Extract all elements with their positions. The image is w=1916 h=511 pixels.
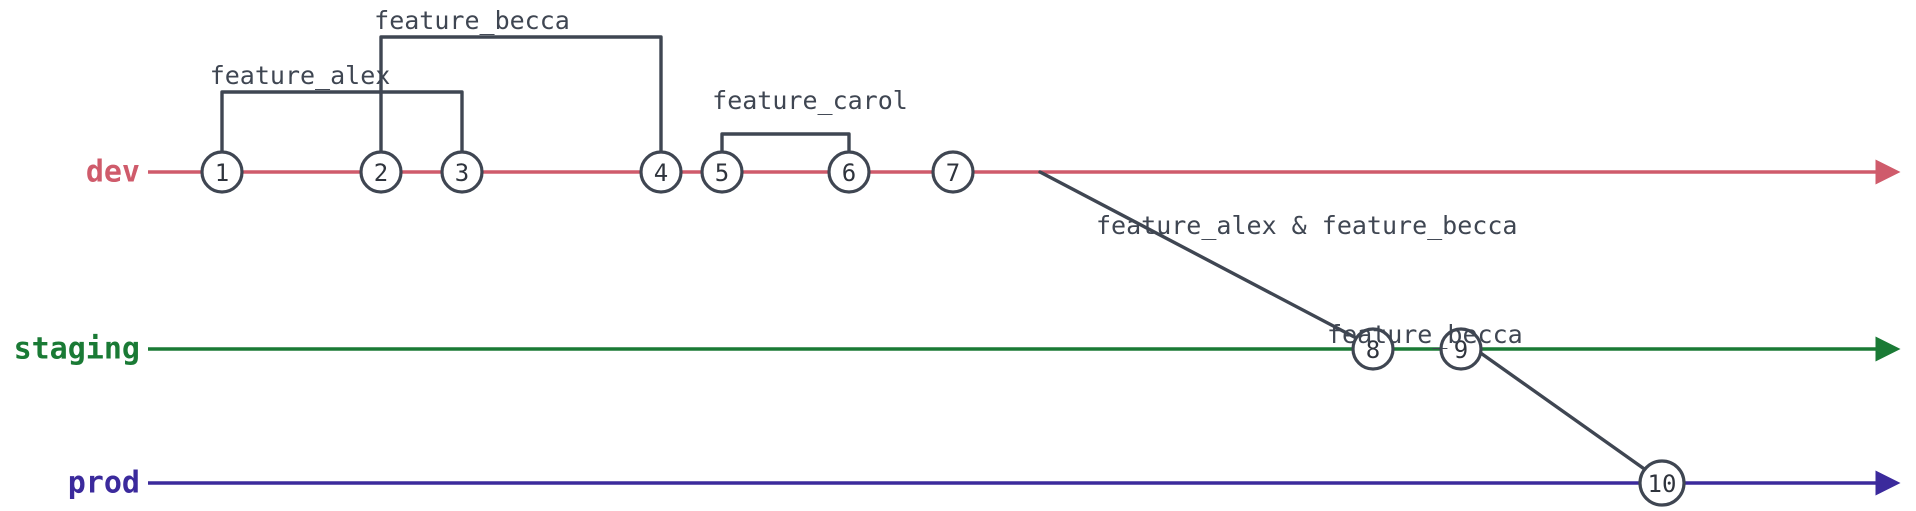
commit-node-6[interactable]: 6 (827, 150, 871, 194)
commit-number-8: 8 (1366, 336, 1380, 364)
commit-node-5[interactable]: 5 (700, 150, 744, 194)
commit-node-7[interactable]: 7 (931, 150, 975, 194)
branch-label-staging[interactable]: staging (14, 332, 140, 367)
commit-number-2: 2 (374, 159, 388, 187)
branch-lines (148, 159, 1901, 496)
commit-node-9[interactable]: 9 (1439, 327, 1483, 371)
merge-label-merge_dev_to_staging[interactable]: feature_alex & feature_becca (1096, 211, 1517, 240)
commit-node-1[interactable]: 1 (200, 150, 244, 194)
commit-node-8[interactable]: 8 (1351, 327, 1395, 371)
merge-connector-merge_staging_to_prod (1473, 347, 1652, 475)
feature-label-feature_alex[interactable]: feature_alex (210, 61, 391, 90)
commit-circle-6 (827, 150, 871, 194)
commit-circle-1 (200, 150, 244, 194)
branch-label-dev[interactable]: dev (86, 155, 140, 190)
commit-node-2[interactable]: 2 (359, 150, 403, 194)
commit-circle-4 (639, 150, 683, 194)
merge-connector-merge_dev_to_staging (1038, 170, 1362, 342)
commit-number-4: 4 (654, 159, 668, 187)
feature-label-feature_carol[interactable]: feature_carol (712, 86, 908, 115)
commit-nodes: 1 2 3 4 5 6 7 8 9 10 (200, 150, 1686, 507)
commit-number-1: 1 (215, 159, 229, 187)
commit-node-4[interactable]: 4 (639, 150, 683, 194)
commit-circle-3 (440, 150, 484, 194)
commit-circle-7 (931, 150, 975, 194)
commit-circle-9 (1439, 327, 1483, 371)
branch-labels: dev staging prod (14, 155, 140, 501)
feature-label-feature_becca[interactable]: feature_becca (374, 6, 570, 35)
commit-circle-8 (1351, 327, 1395, 371)
commit-number-6: 6 (842, 159, 856, 187)
commit-node-10[interactable]: 10 (1638, 459, 1686, 507)
annotation-labels: feature_alexfeature_beccafeature_carolfe… (210, 6, 1523, 349)
branch-label-prod[interactable]: prod (68, 466, 140, 501)
commit-circle-2 (359, 150, 403, 194)
commit-number-10: 10 (1648, 470, 1677, 498)
commit-circle-10 (1638, 459, 1686, 507)
commit-number-5: 5 (715, 159, 729, 187)
commit-node-3[interactable]: 3 (440, 150, 484, 194)
commit-number-7: 7 (946, 159, 960, 187)
merge-connectors (1038, 170, 1652, 475)
commit-number-9: 9 (1454, 336, 1468, 364)
feature-bracket-feature_alex (220, 90, 464, 174)
merge-label-merge_staging_to_prod[interactable]: feature_becca (1327, 320, 1523, 349)
commit-circle-5 (700, 150, 744, 194)
feature-bracket-feature_becca (379, 35, 663, 174)
commit-number-3: 3 (455, 159, 469, 187)
